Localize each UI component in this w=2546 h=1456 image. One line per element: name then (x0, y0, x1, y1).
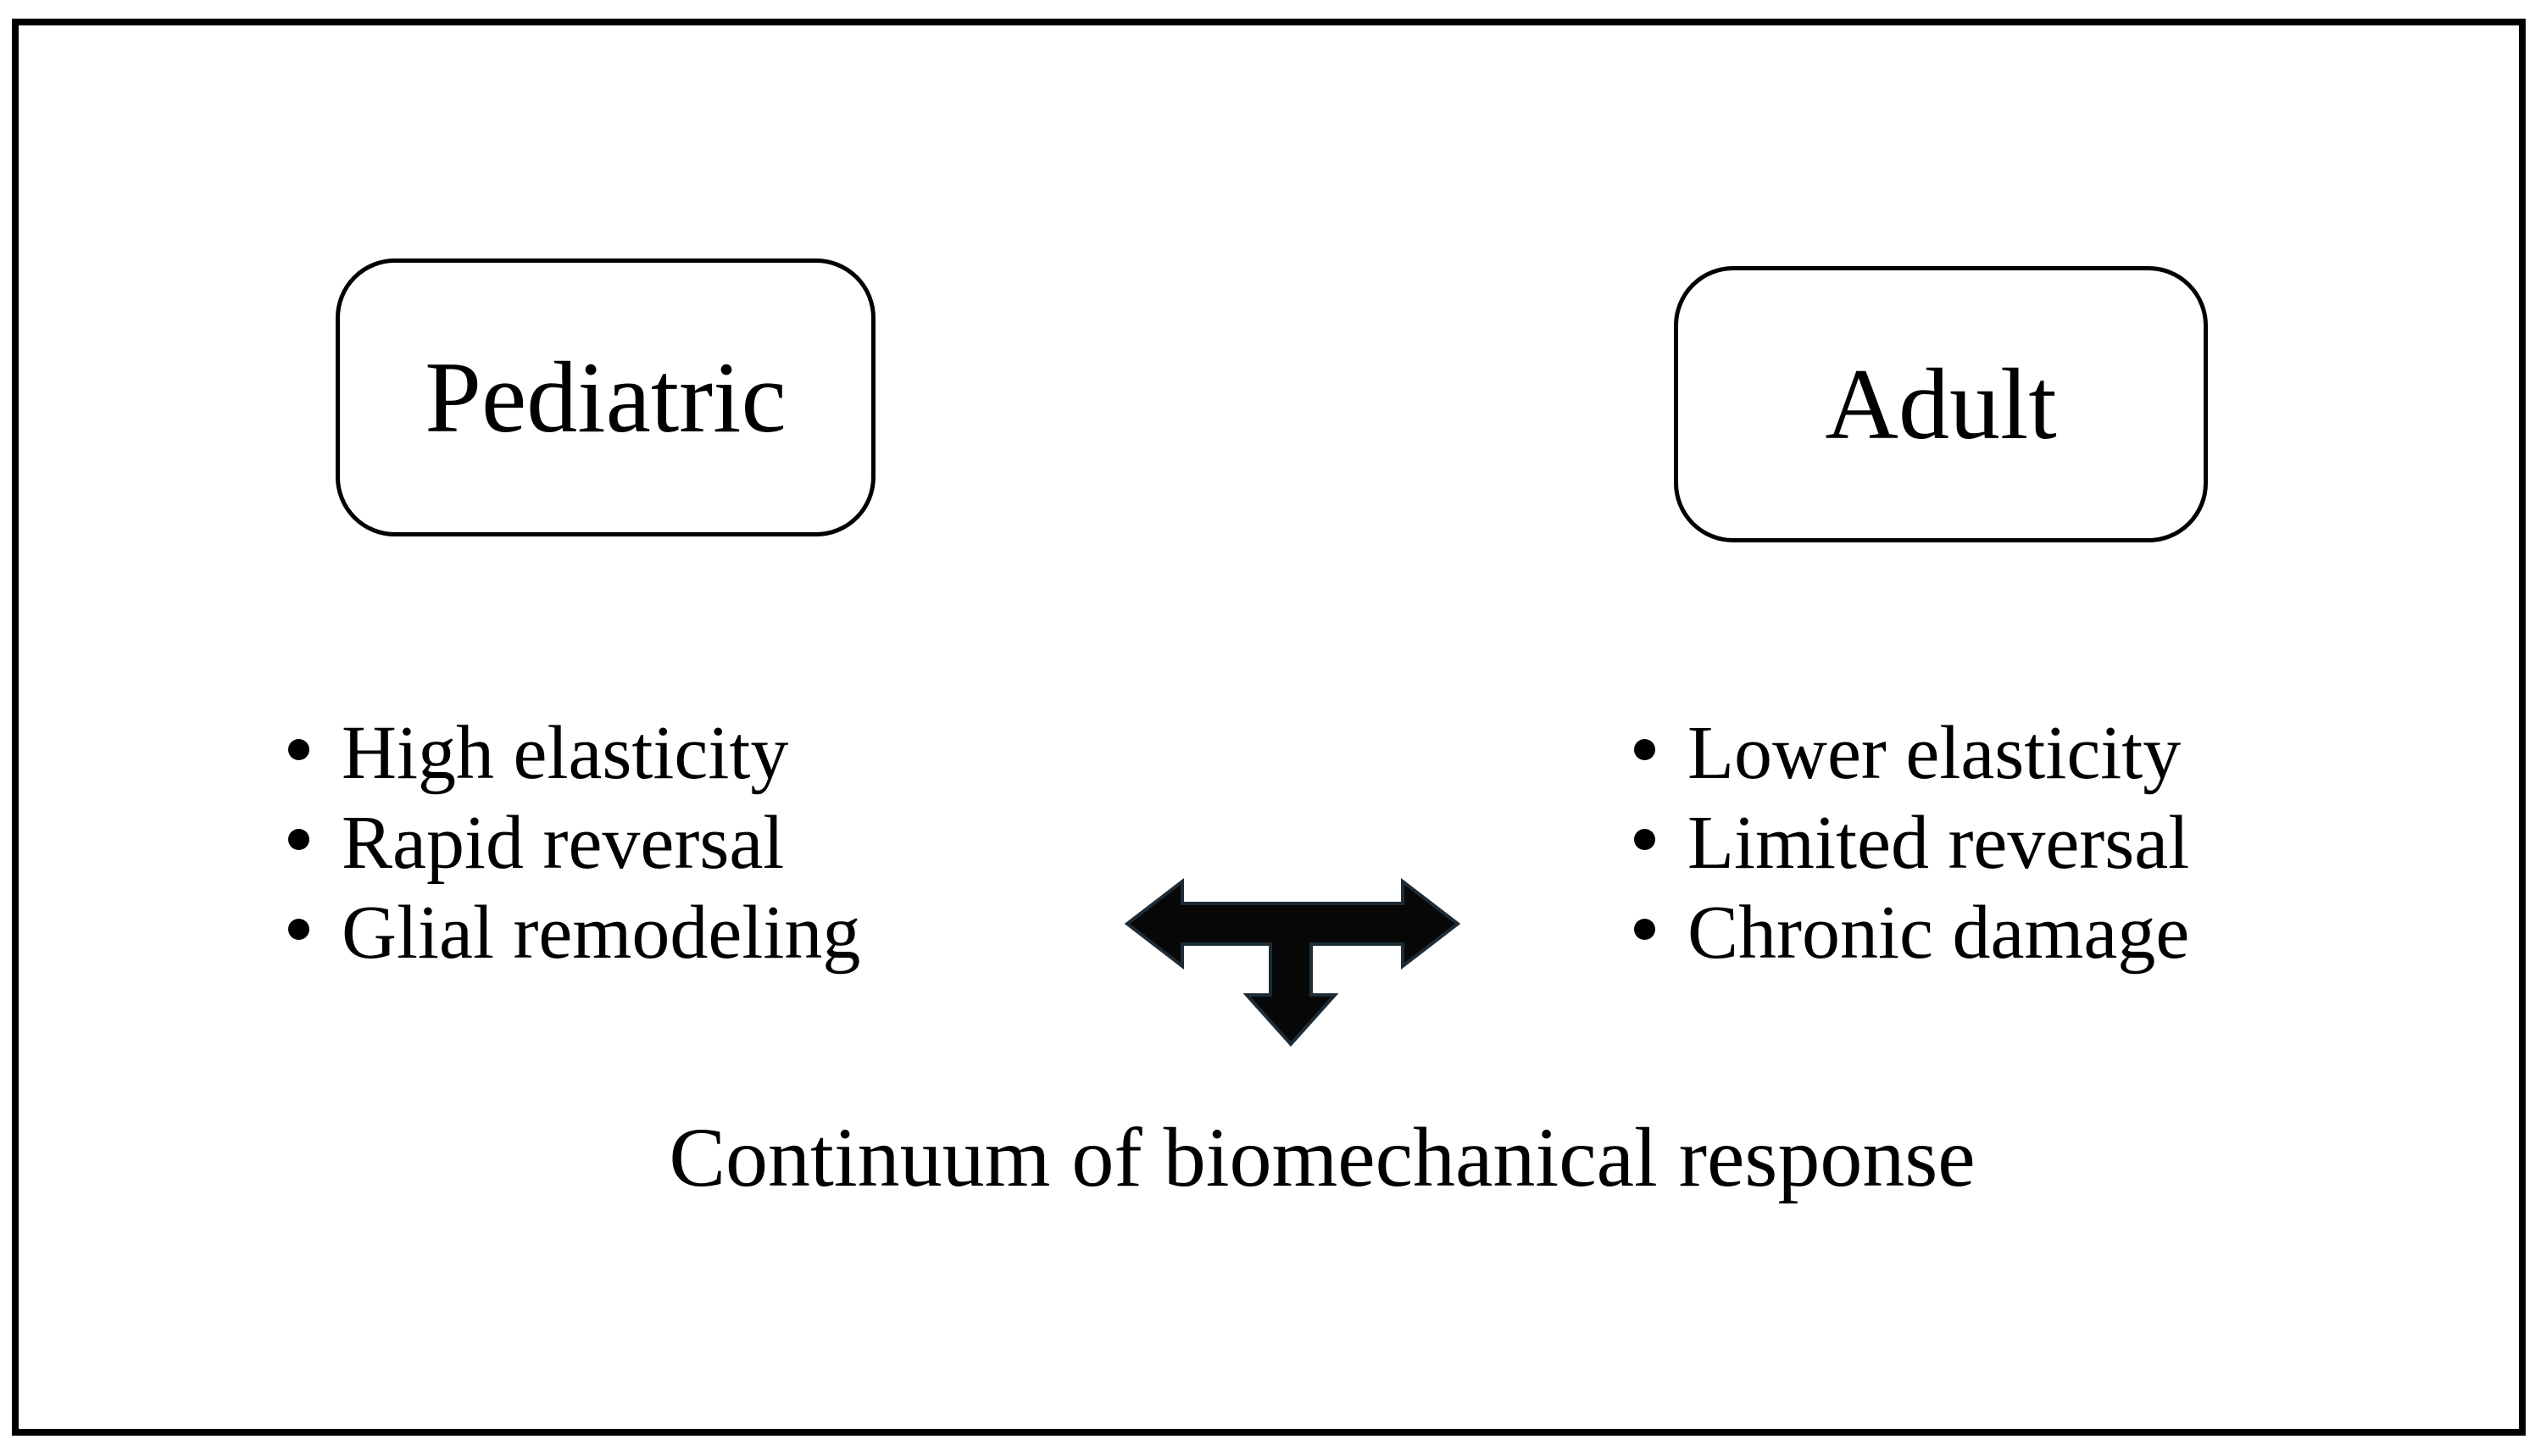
bullet-text: High elasticity (342, 711, 789, 795)
bullet-text: Lower elasticity (1687, 711, 2182, 795)
list-item: High elasticity (288, 709, 860, 798)
adult-bullet-list: Lower elasticity Limited reversal Chroni… (1634, 709, 2189, 978)
bullet-dot-icon (288, 918, 309, 940)
adult-box-title: Adult (1825, 347, 2057, 460)
bullet-text: Limited reversal (1687, 801, 2190, 885)
bullet-text: Rapid reversal (342, 801, 785, 885)
list-item: Limited reversal (1634, 798, 2189, 888)
list-item: Lower elasticity (1634, 709, 2189, 798)
bullet-dot-icon (1634, 738, 1655, 760)
bullet-text: Glial remodeling (342, 891, 861, 975)
outer-frame (12, 19, 2526, 1436)
list-item: Rapid reversal (288, 798, 860, 888)
list-item: Chronic damage (1634, 888, 2189, 978)
three-way-continuum-arrow-icon (1124, 877, 1461, 1047)
pediatric-box-title: Pediatric (425, 341, 787, 453)
list-item: Glial remodeling (288, 888, 860, 978)
bullet-dot-icon (288, 828, 309, 850)
pediatric-box: Pediatric (336, 258, 876, 536)
bullet-dot-icon (288, 738, 309, 760)
pediatric-bullet-list: High elasticity Rapid reversal Glial rem… (288, 709, 860, 978)
figure-caption: Continuum of biomechanical response (669, 1110, 1976, 1204)
bullet-dot-icon (1634, 918, 1655, 940)
adult-box: Adult (1674, 266, 2208, 542)
bullet-text: Chronic damage (1687, 891, 2190, 975)
bullet-dot-icon (1634, 828, 1655, 850)
